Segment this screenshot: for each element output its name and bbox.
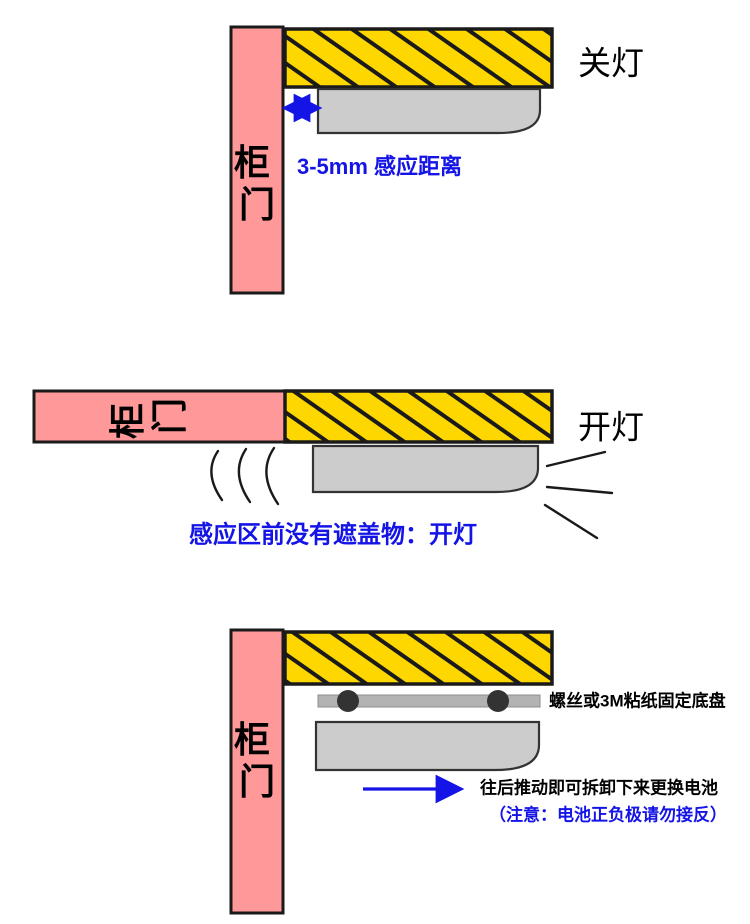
lamp-body xyxy=(311,444,540,494)
cabinet-door-horizontal: 柜 门 xyxy=(32,389,287,444)
sensor-strip xyxy=(283,630,554,686)
sensing-distance-label: 3-5mm 感应距离 xyxy=(297,154,462,179)
lamp-body xyxy=(316,87,542,135)
screw-point-1 xyxy=(337,690,359,712)
wave-arc-1 xyxy=(210,449,224,502)
cabinet-door-label-rotated: 柜 门 xyxy=(107,393,190,439)
light-rays xyxy=(543,450,614,540)
push-note-label: 往后推动即可拆卸下来更换电池 xyxy=(480,777,718,797)
light-ray-3 xyxy=(543,503,599,540)
mounting-base-bar xyxy=(317,690,541,712)
wave-arc-3 xyxy=(265,446,280,506)
cabinet-door-label: 柜 门 xyxy=(234,142,280,225)
door-label-p3-char-2: 门 xyxy=(239,761,275,802)
sensor-strip xyxy=(283,27,554,89)
panel-light-off: 柜 门 3-5mm 感应距离 关灯 xyxy=(229,25,644,295)
lamp-body xyxy=(314,720,541,772)
state-label-light-on: 开灯 xyxy=(578,409,644,446)
door-label-p3-char-1: 柜 xyxy=(234,719,270,760)
door-label-rot-char-1: 柜 xyxy=(107,403,148,439)
panel-battery-replace: 柜 门 螺丝或3M粘纸固定底盘 往后推动即可拆卸下来更换电池 （注意：电池正负极… xyxy=(229,628,727,915)
sensor-strip xyxy=(283,389,554,444)
screw-point-2 xyxy=(487,690,509,712)
door-label-char-2: 门 xyxy=(239,184,275,225)
cabinet-door-vertical: 柜 门 xyxy=(229,628,285,915)
battery-warning-label: （注意：电池正负极请勿接反） xyxy=(489,804,727,824)
cabinet-door-vertical: 柜 门 xyxy=(229,25,285,295)
wave-arc-2 xyxy=(237,447,252,504)
light-ray-1 xyxy=(545,450,607,468)
door-label-rot-char-2: 门 xyxy=(149,398,190,434)
state-label-light-off: 关灯 xyxy=(578,45,644,82)
sensing-waves xyxy=(210,446,280,506)
cabinet-door-label: 柜 门 xyxy=(234,719,280,802)
mount-note-label: 螺丝或3M粘纸固定底盘 xyxy=(549,690,726,710)
door-label-char-1: 柜 xyxy=(234,142,270,183)
sensing-area-label: 感应区前没有遮盖物：开灯 xyxy=(189,520,477,548)
light-ray-2 xyxy=(545,485,614,495)
panel-light-on: 柜 门 感应区前没有遮盖物：开灯 开灯 xyxy=(32,389,644,548)
